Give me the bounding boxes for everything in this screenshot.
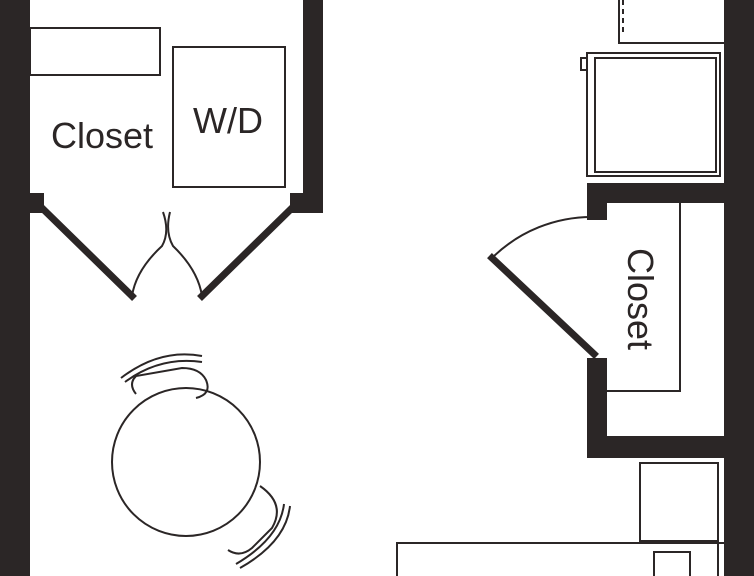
chair-top-back-inner — [124, 359, 203, 383]
right-exterior-wall — [724, 0, 754, 576]
right-closet-door-jamb-top — [587, 183, 607, 220]
right-closet-door — [487, 253, 599, 359]
upper-right-appliance-inner — [594, 57, 717, 173]
lower-counter — [396, 542, 724, 576]
bifold-door-right — [197, 205, 295, 301]
chair-bottom — [227, 485, 278, 555]
right-closet-bottom-wall — [587, 436, 727, 458]
left-closet-door-jamb-left — [30, 193, 44, 213]
right-closet-label: Closet — [620, 248, 661, 350]
bifold-door-swing-right — [167, 211, 203, 297]
washer-dryer-label: W/D — [193, 100, 263, 141]
chair-bottom-back-outer — [239, 505, 291, 569]
bifold-door-swing-left — [131, 211, 168, 297]
upper-counter — [618, 0, 724, 44]
lower-counter-inner — [653, 551, 691, 576]
bifold-door-left — [39, 205, 137, 301]
upper-right-appliance — [586, 52, 721, 177]
chair-top-back-outer — [120, 353, 203, 379]
left-closet-right-wall — [303, 0, 323, 213]
left-closet-label: Closet — [51, 115, 153, 156]
appliance-knob — [580, 57, 588, 71]
right-closet-lower-wall — [587, 358, 607, 458]
chair-top — [131, 366, 209, 399]
left-closet-door-jamb-right — [290, 193, 304, 213]
dining-table — [111, 387, 261, 537]
right-closet-inner-outline — [607, 203, 681, 392]
right-closet-door-swing — [491, 215, 595, 259]
left-closet-shelf — [29, 27, 161, 76]
washer-dryer-unit — [172, 46, 286, 188]
lower-right-cabinet — [639, 462, 719, 542]
chair-bottom-back-inner — [235, 503, 285, 565]
left-exterior-wall — [0, 0, 30, 576]
right-closet-top-wall — [587, 183, 727, 203]
